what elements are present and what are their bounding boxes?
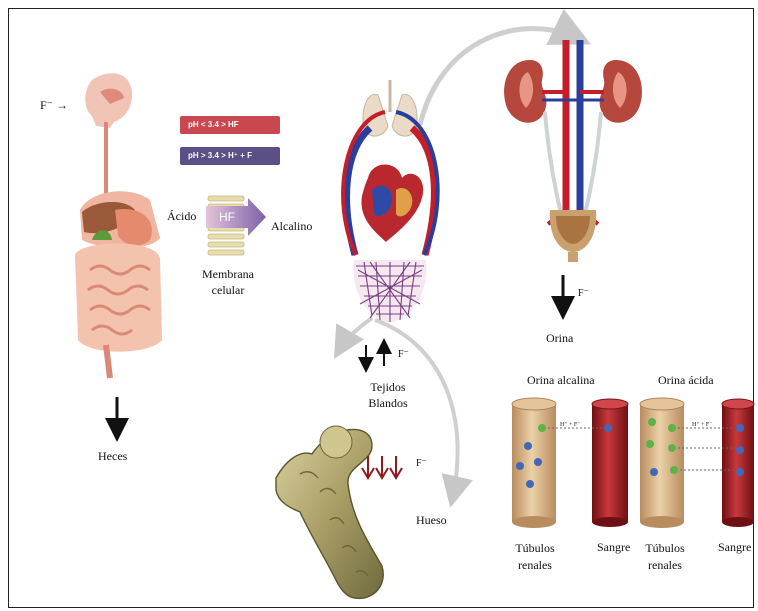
renales-label-2: renales [640,558,690,573]
ph-alkaline-label: pH > 3.4 > H⁺ + F [180,148,280,164]
celular-label: celular [196,283,260,298]
sangre-label-2: Sangre [718,540,751,555]
sangre-label-1: Sangre [597,540,630,555]
orina-label: Orina [546,331,573,346]
blood-vessel-acid [722,399,754,527]
digestive-system-illustration [75,73,162,378]
cell-membrane-illustration [206,196,266,255]
orina-acida-label: Orina ácida [658,373,714,388]
orina-alcalina-label: Orina alcalina [527,373,595,388]
ph-acid-label: pH < 3.4 > HF [180,117,280,133]
acido-label: Ácido [167,209,196,224]
renales-label-1: renales [510,558,560,573]
hueso-label: Hueso [416,513,447,528]
tejidos-label: Tejidos [356,380,420,395]
hf-label: HF [219,210,235,224]
femur-bone-illustration [276,426,383,598]
flux-label-acid: H⁺ + F⁻ [692,421,712,428]
tubulos-label-2: Túbulos [640,541,690,556]
soft-tissue-fluoride-label: F⁻ [398,349,409,360]
flux-label-alkaline: H⁺ + F⁻ [560,421,580,428]
tubulos-label-1: Túbulos [510,541,560,556]
urine-fluoride-label: F⁻ [578,288,589,299]
membrana-label: Membrana [196,267,260,282]
flow-arrow-to-kidney [420,29,582,125]
renal-tubule-acid [640,398,684,528]
fluoride-intake-label: F⁻ → [40,98,68,113]
bone-uptake-arrows [362,456,402,478]
bone-fluoride-label: F⁻ [416,458,427,469]
urinary-system-illustration [504,40,642,262]
heces-label: Heces [98,449,127,464]
blandos-label: Blandos [356,396,420,411]
alcalino-label: Alcalino [271,219,312,234]
blood-vessel-alkaline [592,399,628,527]
